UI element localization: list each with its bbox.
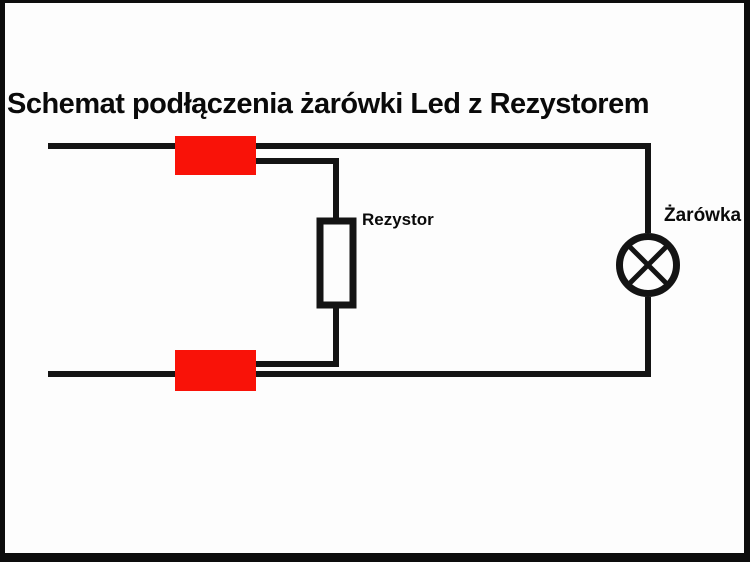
connector-top [175,136,256,175]
page-title: Schemat podłączenia żarówki Led z Rezyst… [7,88,649,120]
bulb-cross-icon [628,245,668,285]
frame-border-bottom [0,553,750,562]
wire-lower [48,297,651,377]
frame-border-top [0,0,750,3]
wire-branch-top [255,158,339,220]
resistor-label: Rezystor [362,210,434,229]
frame-border-right [744,0,750,562]
resistor-symbol [316,217,357,309]
connector-bottom [175,350,256,391]
wire-branch-bottom [253,305,339,367]
frame-border-left [0,0,5,562]
bulb-label: Żarówka [664,205,742,226]
